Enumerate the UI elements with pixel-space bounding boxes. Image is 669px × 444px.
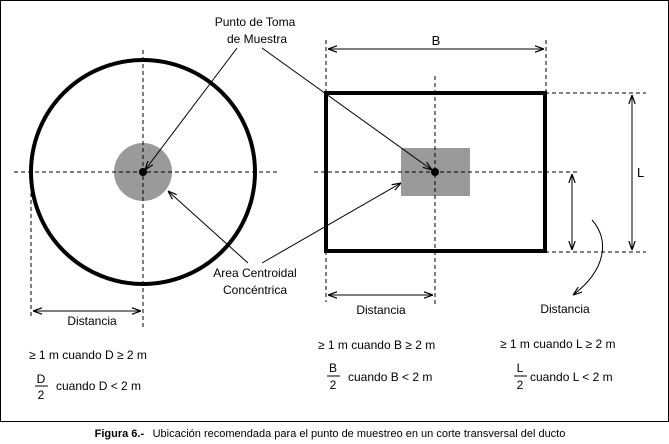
circle-condition-ge: ≥ 1 m cuando D ≥ 2 m [29, 348, 147, 362]
rect-l-fraction-numerator: L [517, 361, 524, 375]
circle-condition-lt: cuando D < 2 m [56, 379, 141, 393]
right-distance-label: Distancia [540, 302, 590, 316]
rect-b-conditions: ≥ 1 m cuando B ≥ 2 m B 2 cuando B < 2 m [318, 338, 435, 392]
circular-duct-section: Distancia [14, 50, 278, 328]
rect-l-conditions: ≥ 1 m cuando L ≥ 2 m L 2 cuando L < 2 m [500, 337, 615, 392]
mid-distance-label: Distancia [356, 303, 406, 317]
centroidal-leader-rect [261, 183, 401, 264]
sample-point-callout: Punto de Toma de Muestra [145, 15, 432, 170]
figure-caption: Figura 6.- Ubicación recomendada para el… [95, 424, 566, 441]
circle-distance-label: Distancia [67, 314, 117, 328]
centroidal-leader-circle [168, 191, 249, 264]
circle-conditions: ≥ 1 m cuando D ≥ 2 m D 2 cuando D < 2 m [29, 348, 147, 402]
rect-l-condition-ge: ≥ 1 m cuando L ≥ 2 m [500, 337, 615, 351]
centroidal-area-label-line2: Concéntrica [223, 283, 287, 297]
centroidal-area-callout: Area Centroidal Concéntrica [168, 183, 401, 297]
figure-caption-text: Ubicación recomendada para el punto de m… [153, 428, 566, 440]
rect-l-fraction-denominator: 2 [517, 378, 524, 392]
sample-point-leader-circle [145, 47, 238, 170]
rect-b-fraction-denominator: 2 [330, 378, 337, 392]
rect-b-condition-ge: ≥ 1 m cuando B ≥ 2 m [318, 338, 435, 352]
rect-l-condition-lt: cuando L < 2 m [530, 370, 613, 384]
sample-point-leader-rect [261, 47, 432, 170]
rect-b-condition-lt: cuando B < 2 m [348, 370, 432, 384]
sample-point-label-line1: Punto de Toma [215, 15, 296, 29]
right-distance-leader [573, 219, 604, 295]
circle-fraction-denominator: 2 [38, 388, 45, 402]
circle-fraction-numerator: D [37, 372, 46, 386]
l-label: L [637, 165, 644, 180]
rectangular-duct-section: B L Distancia Distancia [314, 33, 646, 317]
sample-point-label-line2: de Muestra [227, 32, 287, 46]
centroidal-area-label-line1: Area Centroidal [213, 266, 296, 280]
rect-sample-point [431, 168, 439, 176]
b-label: B [432, 33, 441, 48]
rect-b-fraction-numerator: B [329, 361, 337, 375]
figure-caption-title: Figura 6.- [95, 428, 145, 440]
